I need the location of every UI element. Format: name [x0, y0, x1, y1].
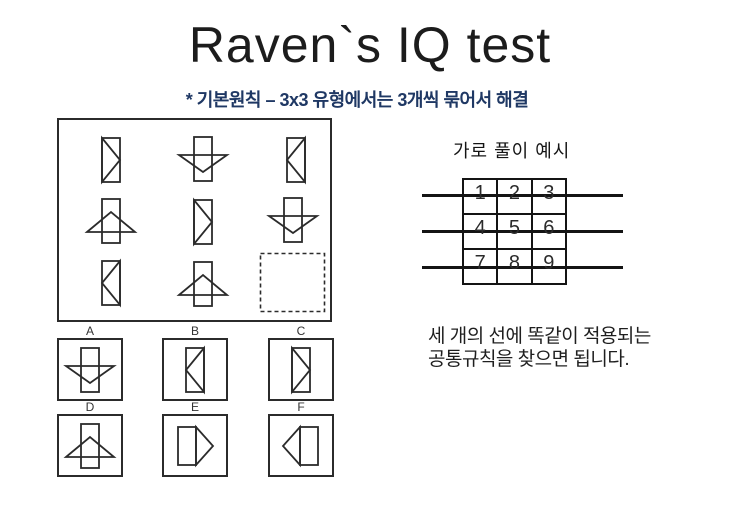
option-b-label: B	[190, 324, 199, 338]
rect-triangle-left-inside-icon	[184, 344, 205, 395]
option-f-label: F	[297, 400, 305, 414]
rect-triangle-up-overlay-icon	[176, 261, 230, 307]
option-a-choice[interactable]	[57, 338, 123, 401]
example-number-grid: 1 2 3 4 5 6 7 8 9	[461, 178, 568, 285]
grid-cell-9: 9	[530, 248, 568, 285]
option-b: B	[162, 325, 228, 401]
option-c-choice[interactable]	[268, 338, 334, 401]
rect-triangle-down-overlay-icon	[63, 346, 117, 393]
matrix-cell-r3c2	[175, 258, 231, 310]
matrix-cell-r1c2	[175, 133, 231, 185]
option-a: A	[57, 325, 123, 401]
option-e-label: E	[190, 400, 199, 414]
empty-dashed-icon	[259, 252, 326, 313]
answer-options: A B C D E F	[57, 325, 334, 485]
grid-cell-2: 2	[496, 178, 533, 215]
option-e: E	[162, 401, 228, 477]
note-line-2: 공통규칙을 찾으면 됩니다.	[428, 349, 630, 370]
option-a-label: A	[85, 324, 94, 338]
grid-cell-7: 7	[461, 248, 499, 285]
option-f-choice[interactable]	[268, 414, 334, 477]
example-figure: 1 2 3 4 5 6 7 8 9	[422, 178, 623, 286]
grid-cell-4: 4	[461, 213, 499, 250]
rect-triangle-left-inside-icon	[285, 135, 306, 185]
rect-triangle-left-inside-icon	[100, 258, 121, 308]
matrix-cell-r1c3	[268, 134, 324, 186]
grid-cell-1: 1	[461, 178, 499, 215]
grid-cell-3: 3	[530, 178, 568, 215]
subtitle: * 기본원칙 – 3x3 유형에서는 3개씩 묶어서 해결	[185, 90, 529, 110]
rect-triangle-right-inside-icon	[101, 135, 122, 185]
matrix-cell-r1c1	[83, 134, 139, 186]
rect-triangle-right-inside-icon	[291, 344, 312, 395]
rect-triangle-right-inside-icon	[193, 197, 214, 247]
rect-triangle-up-overlay-icon	[63, 422, 117, 469]
option-d-label: D	[85, 400, 95, 414]
puzzle-matrix	[57, 118, 332, 322]
option-f: F	[268, 401, 334, 477]
page-title: Raven`s IQ test	[188, 17, 552, 73]
option-c-label: C	[296, 324, 306, 338]
grid-cell-6: 6	[530, 213, 568, 250]
explanation-note: 세 개의 선에 똑같이 적용되는 공통규칙을 찾으면 됩니다.	[428, 325, 708, 371]
rect-triangle-down-overlay-icon	[176, 136, 230, 182]
note-line-1: 세 개의 선에 똑같이 적용되는	[428, 326, 651, 347]
rect-triangle-down-overlay-icon	[266, 197, 320, 243]
rect-triangle-right-outside-icon	[177, 424, 215, 467]
option-b-choice[interactable]	[162, 338, 228, 401]
option-d: D	[57, 401, 123, 477]
option-d-choice[interactable]	[57, 414, 123, 477]
grid-cell-8: 8	[496, 248, 533, 285]
example-heading: 가로 풀이 예시	[453, 141, 571, 161]
rect-triangle-left-outside-icon	[281, 424, 319, 467]
matrix-missing-cell	[259, 252, 326, 313]
option-e-choice[interactable]	[162, 414, 228, 477]
matrix-cell-r2c3	[265, 194, 321, 246]
matrix-cell-r2c2	[175, 196, 231, 248]
matrix-cell-r3c1	[83, 257, 139, 309]
grid-cell-5: 5	[496, 213, 533, 250]
rect-triangle-up-overlay-icon	[84, 198, 138, 244]
option-c: C	[268, 325, 334, 401]
matrix-cell-r2c1	[83, 195, 139, 247]
